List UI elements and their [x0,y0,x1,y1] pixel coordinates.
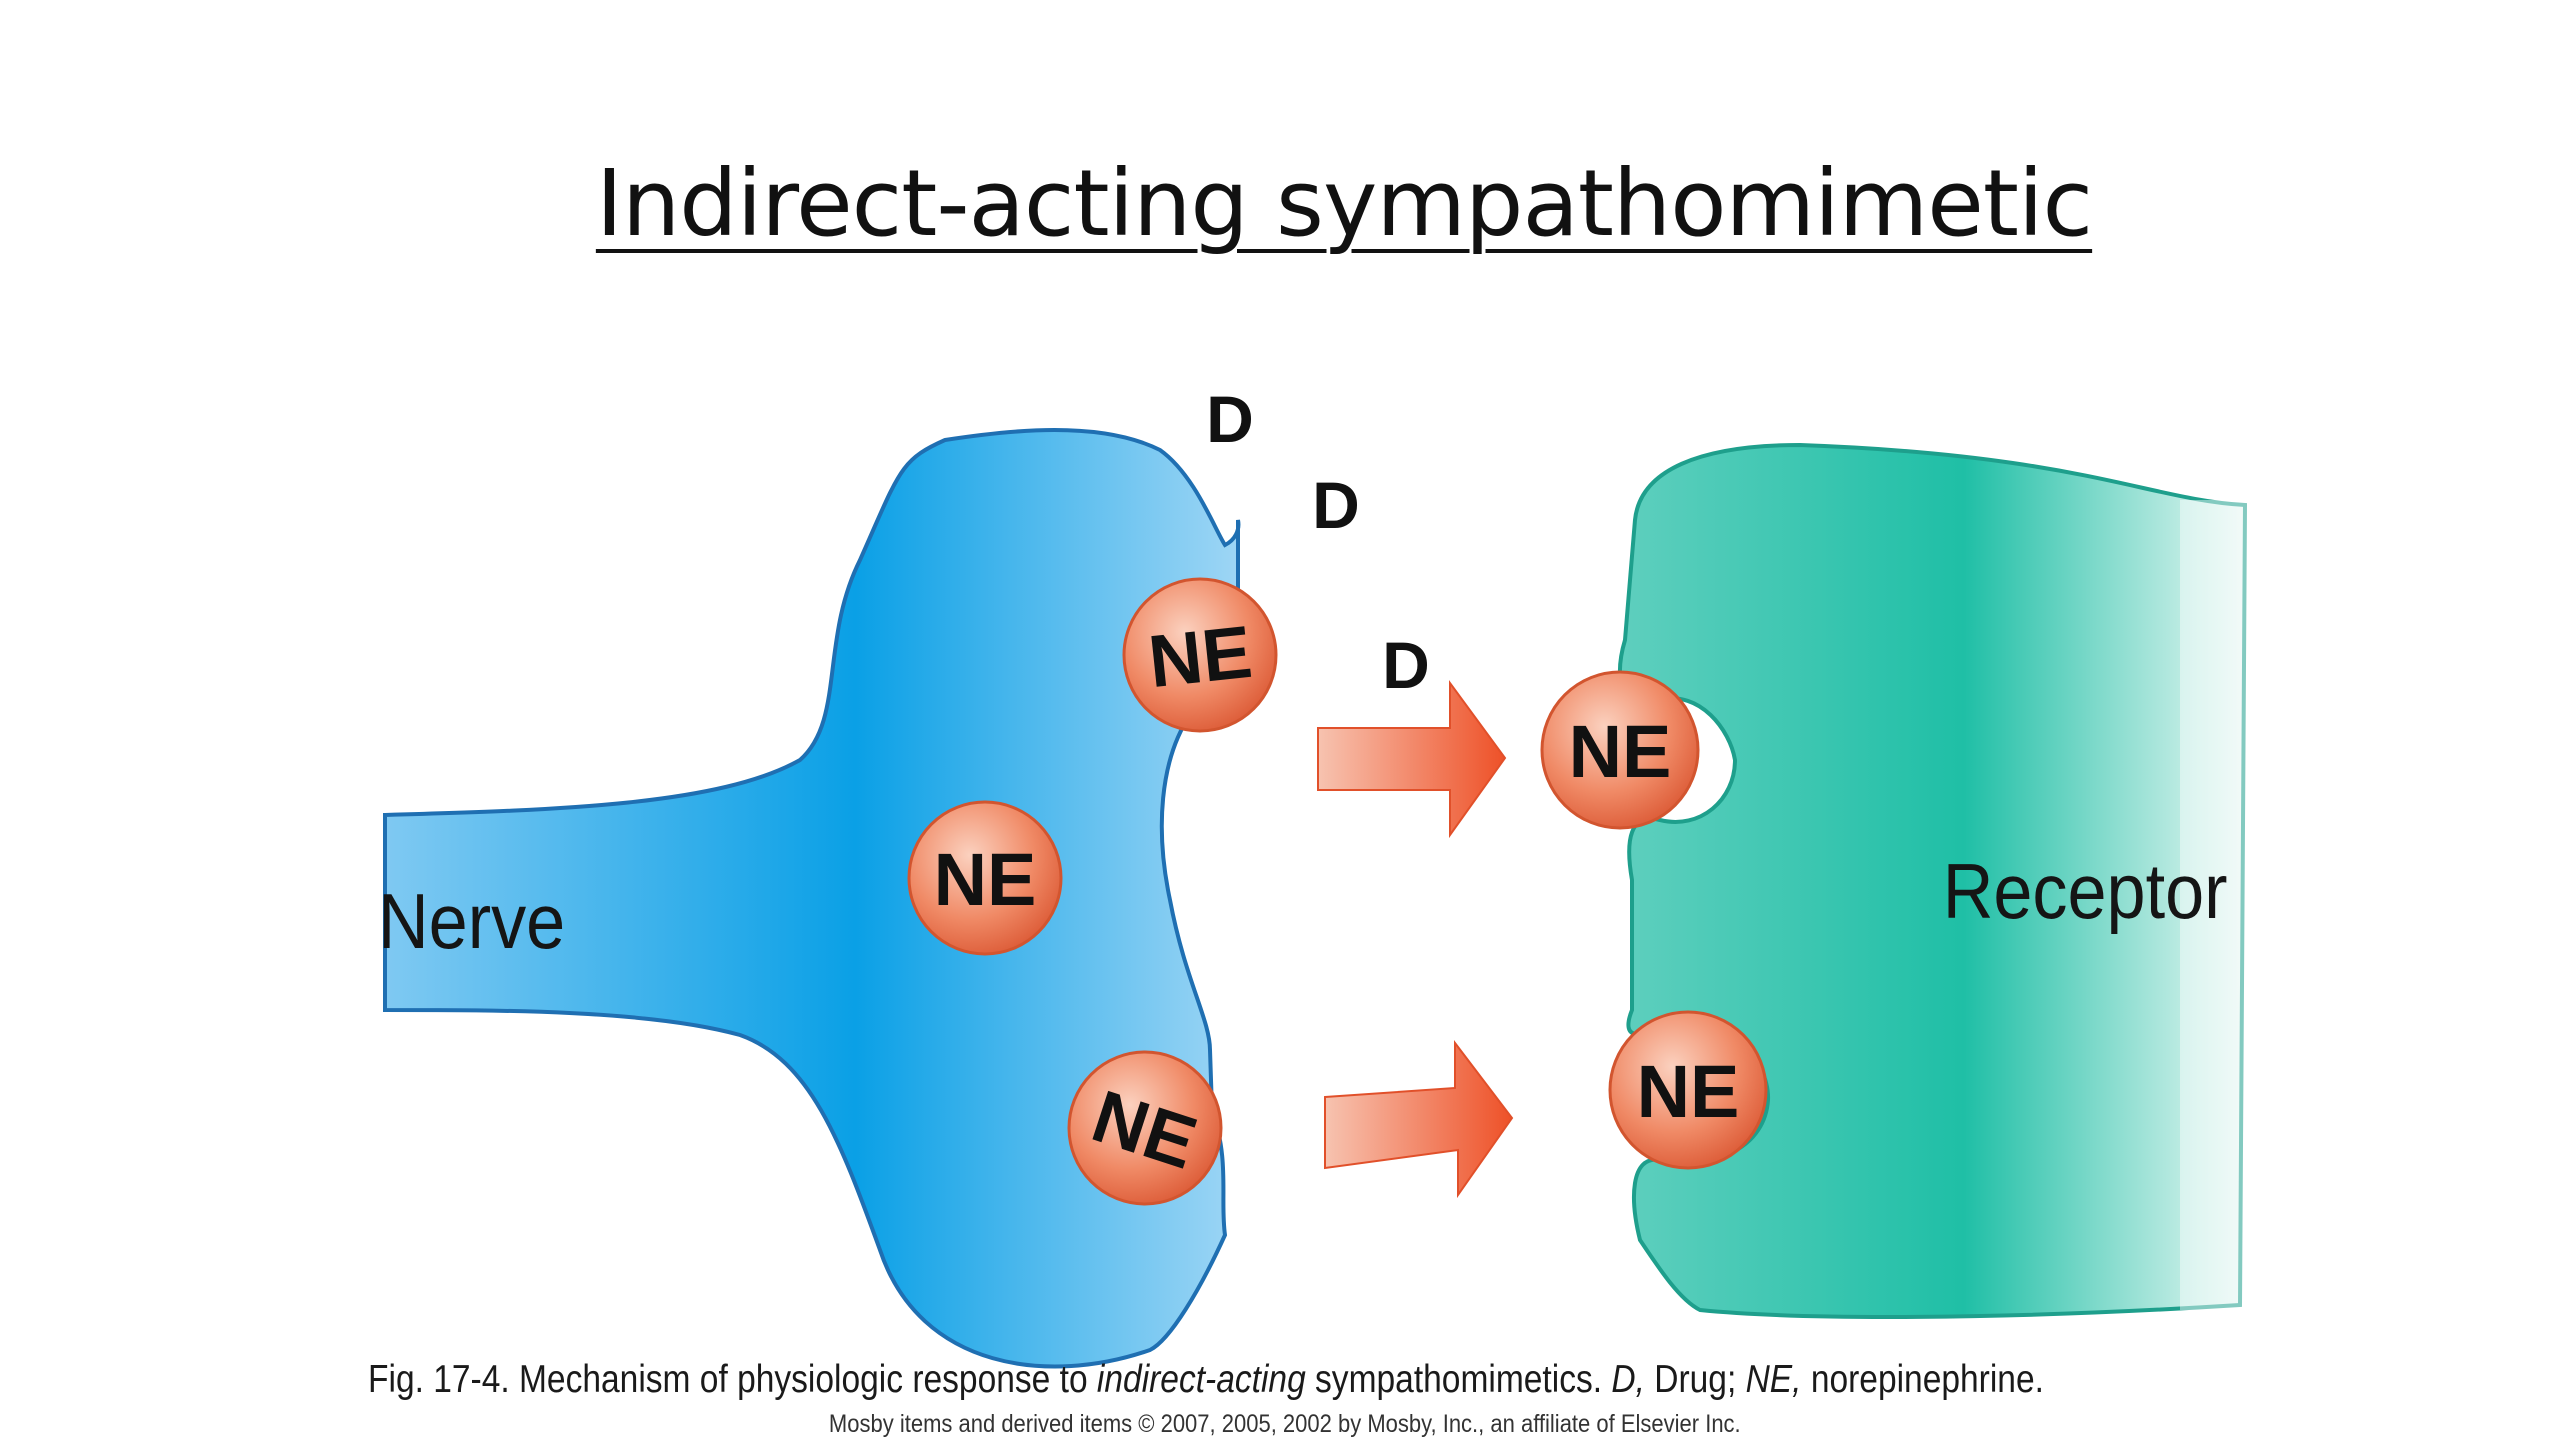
caption-em-indirect: indirect-acting [1096,1358,1306,1401]
drug-label-3: D [1382,628,1430,702]
caption-suffix: norepinephrine. [1801,1358,2044,1401]
caption-mid1: sympathomimetics. [1305,1358,1612,1401]
nerve-terminal [383,428,1243,1369]
nerve-label: Nerve [378,878,565,965]
ne-label-2: NE [934,838,1037,921]
ne-molecule-5: NE [1608,1010,1768,1170]
figure-caption: Fig. 17-4. Mechanism of physiologic resp… [368,1358,2044,1402]
caption-em-d: D, [1611,1358,1645,1401]
slide-title: Indirect-acting sympathomimetic [595,150,2093,257]
ne-molecule-1: NE [1122,577,1278,733]
ne-molecule-3: NE [1067,1050,1223,1206]
receptor-label: Receptor [1943,848,2228,935]
receptor-fade [2180,500,2250,1310]
copyright-credit: Mosby items and derived items © 2007, 20… [828,1410,1741,1438]
ne-label-1: NE [1145,610,1256,703]
caption-em-ne: NE, [1745,1358,1802,1401]
ne-label-4: NE [1569,710,1672,793]
drug-label-2: D [1312,468,1360,542]
ne-label-5: NE [1637,1050,1740,1133]
drug-label-1: D [1206,382,1254,456]
ne-molecule-2: NE [907,800,1063,956]
receptor-cell [1617,442,2248,1319]
caption-mid2: Drug; [1644,1358,1746,1401]
arrow-upper [1317,679,1507,839]
arrow-lower [1324,1040,1514,1199]
caption-prefix: Fig. 17-4. Mechanism of physiologic resp… [368,1358,1097,1401]
ne-molecule-4: NE [1540,670,1700,830]
